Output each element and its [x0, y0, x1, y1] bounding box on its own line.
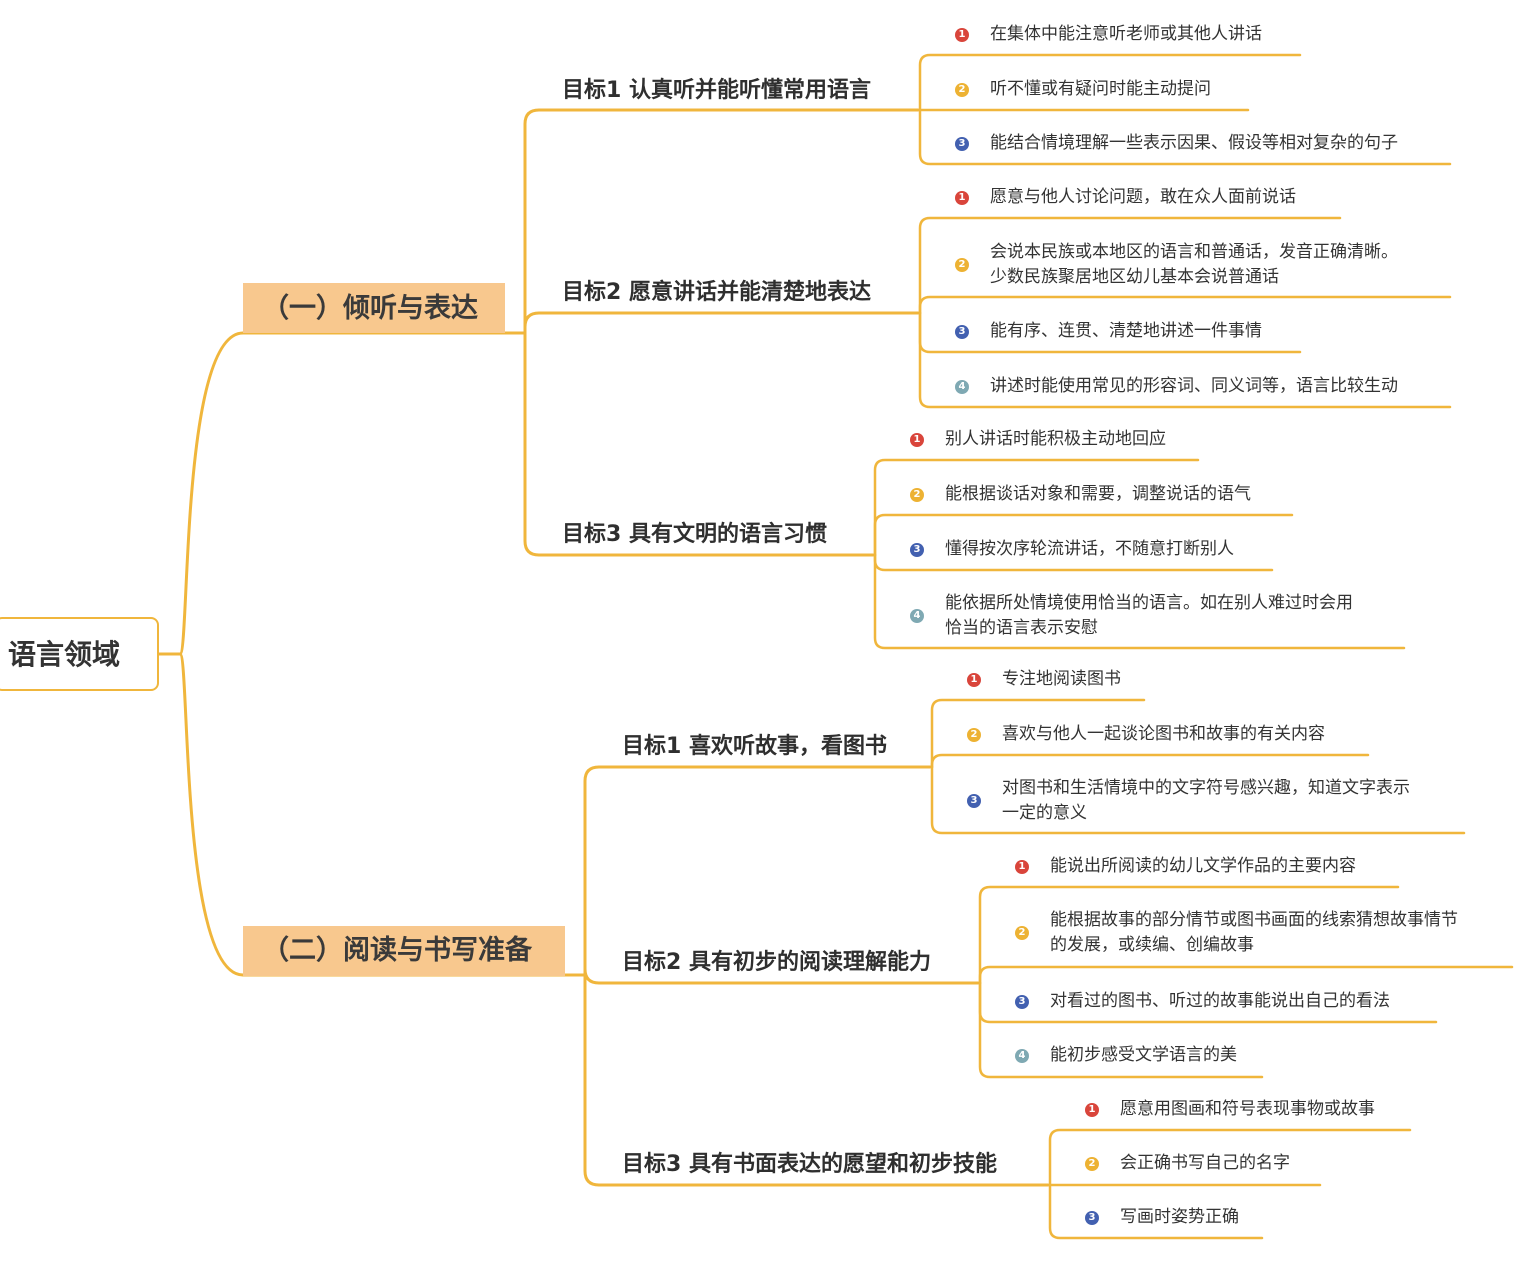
connector-line [523, 108, 920, 335]
number-badge-icon: 3 [1015, 995, 1029, 1009]
number-badge-icon: 4 [910, 609, 924, 623]
goal-item-text: 恰当的语言表示安慰 [945, 618, 1098, 638]
number-badge-icon: 3 [910, 543, 924, 557]
number-badge-icon: 3 [967, 794, 981, 808]
goal-item-text: 喜欢与他人一起谈论图书和故事的有关内容 [1002, 724, 1325, 744]
goal-label[interactable]: 目标1 喜欢听故事，看图书 [622, 734, 887, 759]
goal-item-text: 一定的意义 [1002, 803, 1087, 823]
goal-item-text: 听不懂或有疑问时能主动提问 [990, 79, 1211, 99]
number-badge-icon: 2 [967, 728, 981, 742]
goal-label[interactable]: 目标3 具有文明的语言习惯 [562, 522, 827, 547]
connector-line [930, 753, 1370, 769]
goal-item-text: 专注地阅读图书 [1002, 669, 1121, 689]
goal-item-text: 的发展，或续编、创编故事 [1050, 935, 1254, 955]
number-badge-icon: 3 [955, 325, 969, 339]
number-badge-icon: 1 [1015, 860, 1029, 874]
goal-item-text: 能有序、连贯、清楚地讲述一件事情 [990, 321, 1262, 341]
connector-line [873, 458, 1200, 557]
category-label: （一）倾听与表达 [262, 293, 478, 324]
goal-item-text: 在集体中能注意听老师或其他人讲话 [990, 24, 1262, 44]
goal-item-text: 愿意用图画和符号表现事物或故事 [1120, 1099, 1375, 1119]
number-badge-icon: 1 [955, 191, 969, 205]
connector-line [1048, 1183, 1264, 1240]
connector-line [978, 965, 1514, 985]
connector-line [523, 311, 920, 335]
number-badge-icon: 2 [1085, 1157, 1099, 1171]
goal-item-text: 懂得按次序轮流讲话，不随意打断别人 [945, 539, 1234, 559]
connector-line [930, 765, 1466, 835]
goal-label[interactable]: 目标2 具有初步的阅读理解能力 [622, 950, 931, 975]
number-badge-icon: 1 [955, 28, 969, 42]
goal-item-text: 能说出所阅读的幼儿文学作品的主要内容 [1050, 856, 1356, 876]
goal-label[interactable]: 目标3 具有书面表达的愿望和初步技能 [622, 1152, 997, 1177]
number-badge-icon: 2 [955, 258, 969, 272]
goal-item-text: 会正确书写自己的名字 [1120, 1153, 1290, 1173]
connector-line [918, 216, 1342, 315]
connector-line [918, 295, 1452, 315]
category-box[interactable] [243, 283, 505, 333]
connector-line [178, 652, 245, 977]
category-label: （二）阅读与书写准备 [262, 935, 532, 966]
goal-item-text: 别人讲话时能积极主动地回应 [945, 429, 1166, 449]
connector-line [873, 513, 1294, 557]
number-badge-icon: 1 [910, 433, 924, 447]
connector-line [918, 53, 1302, 112]
goal-item-text: 能依据所处情境使用恰当的语言。如在别人难过时会用 [945, 593, 1353, 613]
number-badge-icon: 4 [1015, 1049, 1029, 1063]
connector-line [873, 553, 1406, 650]
goal-item-text: 愿意与他人讨论问题，敢在众人面前说话 [990, 187, 1296, 207]
connector-line [178, 331, 245, 656]
number-badge-icon: 1 [1085, 1103, 1099, 1117]
number-badge-icon: 3 [955, 137, 969, 151]
number-badge-icon: 4 [955, 380, 969, 394]
goal-item-text: 能根据故事的部分情节或图书画面的线索猜想故事情节 [1050, 910, 1458, 930]
connector-line [930, 698, 1146, 769]
number-badge-icon: 3 [1085, 1211, 1099, 1225]
goal-item-text: 对看过的图书、听过的故事能说出自己的看法 [1050, 991, 1390, 1011]
number-badge-icon: 2 [955, 83, 969, 97]
goal-item-text: 对图书和生活情境中的文字符号感兴趣，知道文字表示 [1002, 778, 1410, 798]
goal-label[interactable]: 目标1 认真听并能听懂常用语言 [562, 78, 871, 103]
goal-label[interactable]: 目标2 愿意讲话并能清楚地表达 [562, 280, 871, 305]
number-badge-icon: 2 [1015, 926, 1029, 940]
number-badge-icon: 2 [910, 488, 924, 502]
goal-item-text: 能根据谈话对象和需要，调整说话的语气 [945, 484, 1251, 504]
connector-line [918, 108, 1452, 166]
root-label: 语言领域 [8, 638, 121, 671]
number-badge-icon: 1 [967, 673, 981, 687]
goal-item-text: 少数民族聚居地区幼儿基本会说普通话 [990, 267, 1279, 287]
goal-item-text: 会说本民族或本地区的语言和普通话，发音正确清晰。 [990, 242, 1398, 262]
connector-line [523, 331, 875, 557]
connector-line [978, 981, 1264, 1079]
goal-item-text: 能结合情境理解一些表示因果、假设等相对复杂的句子 [990, 133, 1398, 153]
root-node[interactable] [0, 617, 159, 691]
connector-line [1048, 1128, 1412, 1187]
goal-item-text: 写画时姿势正确 [1120, 1207, 1239, 1227]
goal-item-text: 讲述时能使用常见的形容词、同义词等，语言比较生动 [990, 376, 1398, 396]
connector-line [978, 885, 1400, 985]
connector-line [583, 973, 1050, 1187]
connector-line [583, 765, 932, 977]
category-box[interactable] [243, 926, 565, 976]
connector-line [918, 311, 1452, 409]
goal-item-text: 能初步感受文学语言的美 [1050, 1045, 1237, 1065]
connector-line [583, 968, 980, 985]
